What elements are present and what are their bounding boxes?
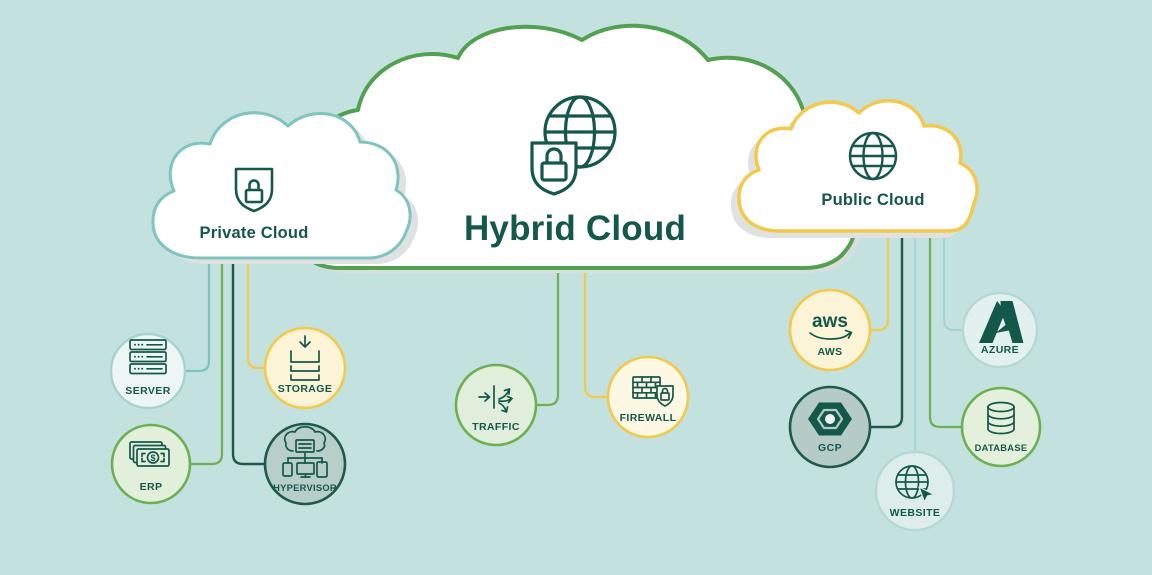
- gcp-hexagon-icon: [808, 402, 852, 436]
- globe-cursor-icon: [895, 465, 935, 503]
- connector-lines: [183, 220, 964, 466]
- private-cloud-label: Private Cloud: [200, 224, 309, 242]
- node-aws-circle: [788, 288, 872, 372]
- node-database: DATABASE: [960, 386, 1042, 468]
- erp-dollar-symbol: $: [150, 453, 155, 463]
- node-gcp-label: GCP: [818, 442, 842, 454]
- node-firewall: FIREWALL: [606, 355, 690, 439]
- node-storage: STORAGE: [263, 326, 347, 410]
- node-azure: AZURE: [961, 291, 1039, 369]
- hybrid-cloud-label: Hybrid Cloud: [464, 209, 686, 248]
- cloud-devices-icon: [282, 425, 328, 478]
- connector-private-to-hypervisor: [231, 248, 267, 466]
- traffic-split-arrows-icon: [478, 385, 513, 413]
- node-traffic-circle: [454, 363, 538, 447]
- aws-logo-icon: aws: [812, 311, 848, 332]
- node-azure-label: AZURE: [981, 344, 1019, 356]
- node-traffic: TRAFFIC: [454, 363, 538, 447]
- connector-private-to-erp: [188, 248, 224, 466]
- node-gcp: GCP: [788, 385, 872, 469]
- storage-trays-arrow-icon: [290, 335, 320, 381]
- node-website-circle: [874, 450, 956, 532]
- node-website: WEBSITE: [874, 450, 956, 532]
- node-hypervisor-label: HYPERVISOR: [273, 483, 337, 493]
- connector-public-to-gcp: [868, 220, 904, 429]
- connector-public-to-aws: [867, 220, 890, 332]
- shield-lock-icon: [234, 167, 274, 213]
- money-banknotes-icon: [129, 441, 170, 467]
- node-website-label: WEBSITE: [890, 507, 941, 519]
- connector-private-to-server: [183, 248, 211, 373]
- node-aws-label: AWS: [817, 346, 842, 358]
- globe-shield-lock-icon: [530, 95, 617, 196]
- database-cylinder-icon: [987, 401, 1015, 435]
- node-aws: aws AWS: [788, 288, 872, 372]
- node-erp: $ ERP: [110, 423, 192, 505]
- connector-public-to-azure: [943, 221, 964, 331]
- globe-icon: [848, 131, 898, 181]
- aws-smile-arrow: [809, 329, 853, 340]
- node-database-label: DATABASE: [975, 443, 1028, 453]
- private-cloud-shape: [151, 111, 412, 260]
- brick-wall-lock-icon: [632, 376, 674, 407]
- node-storage-circle: [263, 326, 347, 410]
- node-firewall-label: FIREWALL: [620, 412, 677, 424]
- connector-public-to-database: [928, 220, 964, 429]
- azure-logo-icon: [979, 301, 1024, 343]
- node-server-label: SERVER: [125, 385, 170, 397]
- connector-hybrid-to-firewall: [583, 258, 610, 399]
- node-erp-label: ERP: [140, 481, 163, 493]
- connector-hybrid-to-traffic: [534, 258, 560, 407]
- public-cloud-label: Public Cloud: [821, 191, 924, 209]
- node-hypervisor: HYPERVISOR: [263, 422, 347, 506]
- node-storage-label: STORAGE: [278, 383, 333, 395]
- public-cloud: Public Cloud: [730, 98, 979, 238]
- server-rack-icon: [129, 339, 167, 375]
- node-server: SERVER: [109, 332, 187, 410]
- node-database-circle: [960, 386, 1042, 468]
- private-cloud: Private Cloud: [151, 111, 419, 264]
- node-firewall-circle: [606, 355, 690, 439]
- connector-private-to-storage: [246, 248, 267, 370]
- node-traffic-label: TRAFFIC: [472, 421, 520, 433]
